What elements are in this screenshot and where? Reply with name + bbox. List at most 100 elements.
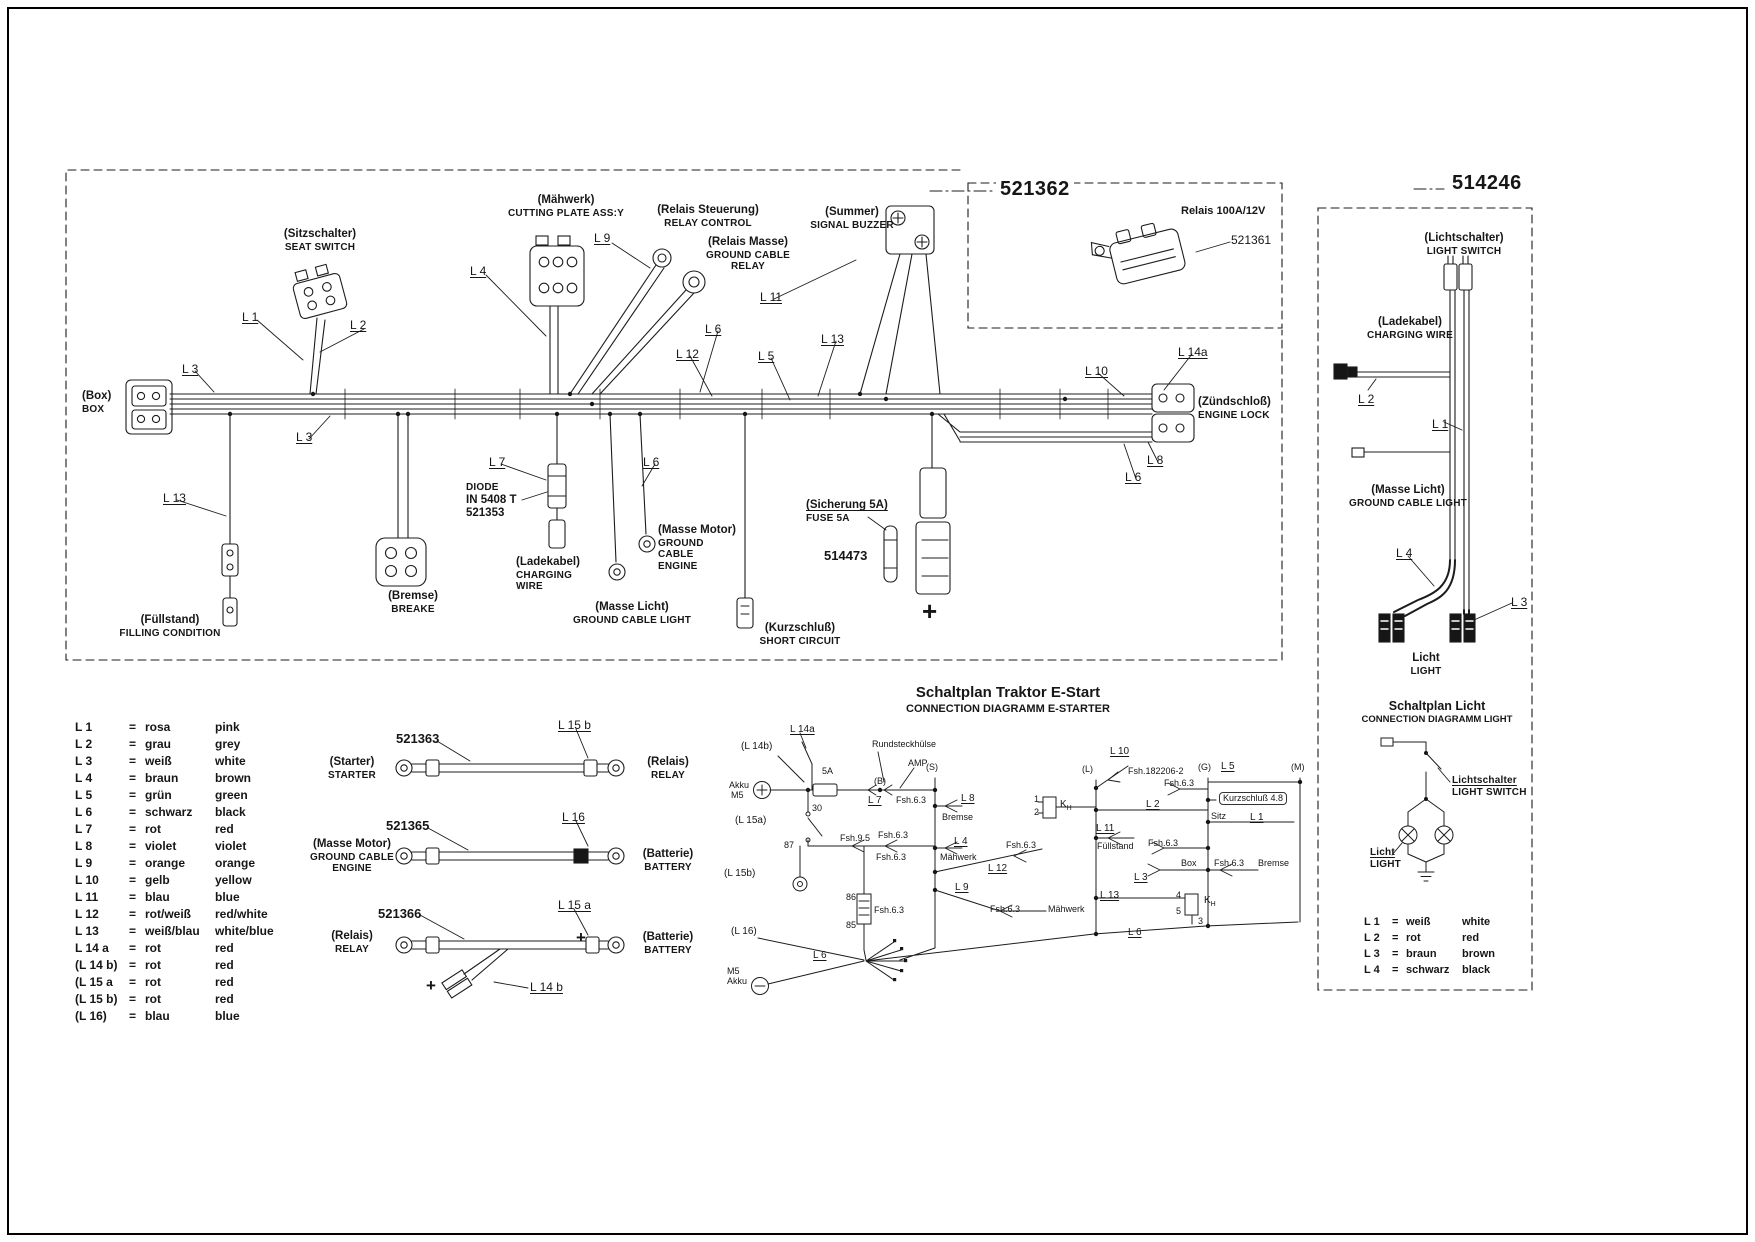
sch-label-5a: 5A — [822, 766, 834, 776]
equals-sign: = — [1392, 948, 1399, 960]
color-de: weiß — [145, 754, 172, 768]
label-relay-end: (Relais) RELAY — [647, 756, 689, 781]
wire-code: L 1 — [75, 720, 93, 734]
sch-label-fsh63: Fsh.6.3 — [990, 904, 1021, 914]
label-light-charging: (Ladekabel) CHARGING WIRE — [1367, 316, 1453, 341]
seat-switch-connector — [292, 263, 348, 320]
color-de: gelb — [145, 873, 170, 887]
equals-sign: = — [129, 941, 137, 955]
label-schematic-light: Licht LIGHT — [1370, 847, 1401, 871]
sch-terminal-1: 1 — [1034, 794, 1040, 804]
de-text: (Sicherung 5A) — [806, 499, 888, 511]
de-text: (Relais) — [331, 930, 373, 942]
wire-label-l2: L 2 — [350, 318, 367, 332]
sch-label-maehwerk: Mähwerk — [940, 852, 977, 862]
en-text: BOX — [82, 403, 105, 415]
equals-sign: = — [1392, 916, 1399, 928]
equals-sign: = — [1392, 932, 1399, 944]
color-de: orange — [145, 856, 186, 870]
sch-wire-l13: L 13 — [1100, 890, 1120, 901]
en-text: RELAY — [651, 769, 685, 781]
en-text: GROUND CABLE — [705, 249, 791, 261]
label-ground-cable-engine: (Masse Motor) GROUND CABLE ENGINE — [658, 524, 736, 573]
equals-sign: = — [129, 1009, 137, 1023]
color-en: white — [1462, 916, 1491, 928]
wire-label-l15a: L 15 a — [558, 898, 591, 912]
boundary-boxes — [65, 169, 1533, 991]
de-text: (Relais Masse) — [708, 236, 788, 248]
color-en: orange — [215, 856, 256, 870]
buzzer-connector — [885, 205, 935, 255]
wire-label-l6: L 6 — [1125, 470, 1142, 484]
wire-code: L 2 — [1364, 932, 1380, 944]
wire-label-l6: L 6 — [643, 455, 660, 469]
equals-sign: = — [129, 975, 137, 989]
en-text: LIGHT SWITCH — [1452, 786, 1527, 798]
wire-code: L 10 — [75, 873, 99, 887]
wire-label-l9: L 9 — [594, 231, 611, 245]
en-text: GROUND CABLE LIGHT — [1348, 497, 1468, 509]
equals-sign: = — [129, 839, 137, 853]
light-harness-graphic — [1333, 255, 1513, 643]
wire-label-l5: L 5 — [758, 349, 775, 363]
equals-sign: = — [129, 992, 137, 1006]
equals-sign: = — [129, 720, 137, 734]
wire-label-l4: L 4 — [1396, 546, 1413, 560]
en-text: CABLE — [658, 549, 694, 561]
label-box: (Box) BOX — [82, 390, 111, 415]
relay-kh-label: KH — [1060, 799, 1072, 813]
label-diode: DIODE IN 5408 T 521353 — [466, 482, 517, 521]
en-text: ENGINE — [332, 863, 372, 875]
color-en: red — [215, 958, 234, 972]
label-buzzer: (Summer) SIGNAL BUZZER — [810, 206, 894, 231]
color-de: rosa — [145, 720, 171, 734]
sch-label-fsh63: Fsh.6.3 — [878, 830, 909, 840]
wire-label-l7: L 7 — [489, 455, 506, 469]
battery-plus-symbol: + — [922, 596, 938, 626]
wire-label-l13: L 13 — [821, 332, 844, 346]
wire-code: L 13 — [75, 924, 99, 938]
de-text: (Batterie) — [642, 931, 694, 943]
sch-wire-l5: L 5 — [1221, 761, 1235, 772]
color-de: weiß/blau — [145, 924, 200, 938]
en-text: STARTER — [328, 769, 376, 781]
wire-code: (L 15 a — [75, 975, 113, 989]
wire-code: L 4 — [1364, 964, 1380, 976]
label-ground-engine-cable: (Masse Motor) GROUND CABLE ENGINE — [310, 838, 394, 875]
sch-label-fsh63: Fsh.6.3 — [876, 852, 907, 862]
relay-title: Relais 100A/12V — [1181, 205, 1266, 217]
de-text: (Relais Steuerung) — [657, 204, 759, 216]
sch-label-fsh63: Fsh.6.3 — [1164, 778, 1195, 788]
sch-wire-l10: L 10 — [1110, 746, 1130, 757]
label-battery-end: (Batterie) BATTERY — [643, 931, 693, 956]
sch-label-fsh63: Fsh.6.3 — [1148, 838, 1179, 848]
sch-wire-l6: L 6 — [813, 950, 827, 961]
en-text: BATTERY — [644, 944, 692, 956]
equals-sign: = — [129, 822, 137, 836]
h-sub: H — [1210, 901, 1216, 908]
equals-sign: = — [129, 754, 137, 768]
de-text: Lichtschalter — [1452, 775, 1517, 786]
wire-code: L 4 — [75, 771, 93, 785]
color-de: rot — [145, 958, 161, 972]
equals-sign: = — [129, 907, 137, 921]
color-en: red/white — [215, 907, 268, 921]
sch-terminal-30: 30 — [812, 803, 823, 813]
label-light: Licht LIGHT — [1411, 652, 1442, 677]
wire-code: L 8 — [75, 839, 93, 853]
color-en: red — [215, 992, 234, 1006]
label-engine-lock: (Zündschloß) ENGINE LOCK — [1198, 396, 1271, 421]
sch-wire-l2: L 2 — [1146, 799, 1160, 810]
plus-symbol: + — [576, 928, 586, 947]
sch-label-bremse: Bremse — [1258, 858, 1290, 868]
color-en: grey — [215, 737, 241, 751]
sch-wire-l15a: (L 15a) — [735, 815, 767, 826]
label-schematic-light-switch: Lichtschalter LIGHT SWITCH — [1452, 775, 1527, 799]
en-text: FILLING CONDITION — [119, 627, 221, 639]
sch-wire-l6: L 6 — [1128, 927, 1142, 938]
harness-junction-dots — [227, 391, 1068, 417]
